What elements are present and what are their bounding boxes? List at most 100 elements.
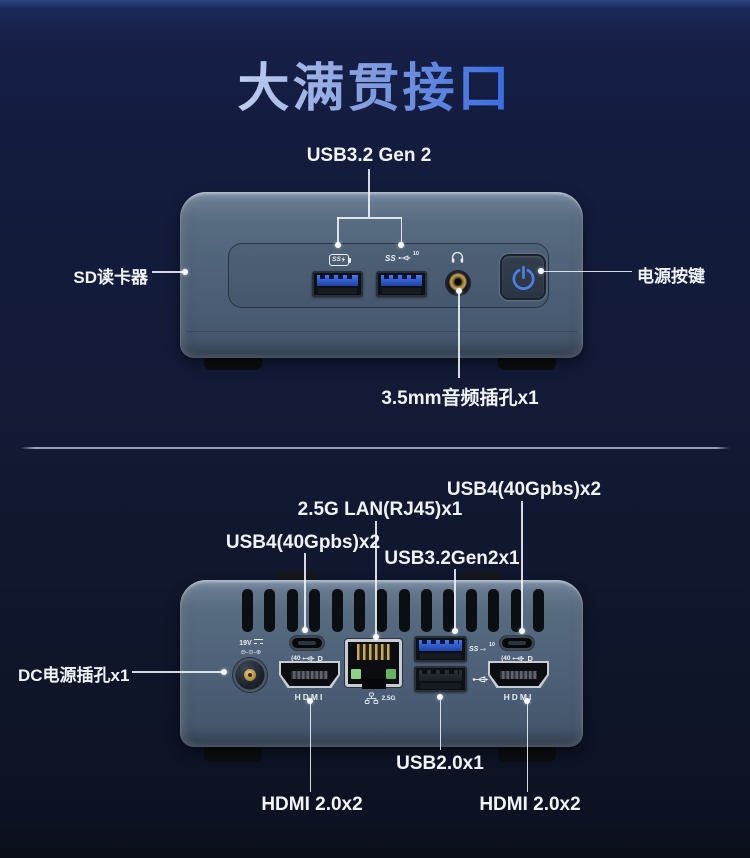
leader-dot [437, 694, 443, 700]
leader-line [304, 553, 306, 628]
lan-label: 2.5G LAN(RJ45)x1 [297, 499, 463, 520]
leader-line [439, 700, 441, 750]
vent-slot [353, 589, 365, 632]
usb-trident-icon [303, 655, 316, 661]
dc-symbol-icon [253, 639, 263, 645]
hdmi-slot [291, 671, 328, 679]
rj45-clip-tab [361, 679, 386, 689]
usb2-trident-icon [470, 673, 490, 685]
bottom-edge-strip [0, 849, 750, 858]
leader-dot [372, 634, 379, 640]
dc-polarity-icon: ⊖-⊙-⊕ [240, 648, 262, 656]
headphone-icon [449, 249, 466, 266]
leader-line [132, 671, 222, 673]
chassis-seam [186, 331, 577, 332]
leader-dot [455, 288, 462, 294]
usb-a-port [312, 271, 363, 297]
hdmi-port [488, 661, 549, 688]
rear-vents [242, 589, 544, 632]
leader-line [400, 217, 402, 243]
vent-slot [421, 589, 432, 632]
power-icon [511, 265, 535, 290]
front-usb-group-label: USB3.2 Gen 2 [306, 145, 432, 166]
lan-led-left [351, 669, 361, 679]
usb4-right-label: USB4(40Gpbs)x2 [446, 479, 602, 500]
usb32-label: USB3.2Gen2x1 [384, 548, 520, 569]
usb-tongue [381, 275, 422, 286]
hdmi-left-label: HDMI 2.0x2 [261, 794, 363, 815]
leader-line [526, 704, 528, 792]
rj45-lan-port [345, 639, 402, 689]
hdmi-inner [281, 663, 338, 686]
usb-charge-icon: SS [324, 253, 354, 266]
hdmi-port [279, 661, 340, 688]
leader-dot [518, 628, 525, 634]
usb-tongue [419, 670, 462, 681]
usb-trident-icon [398, 255, 411, 261]
leader-dot [398, 242, 404, 248]
leader-dot [221, 669, 227, 675]
leader-line [454, 569, 456, 629]
leader-line [521, 501, 523, 629]
vent-slot [331, 589, 343, 632]
dc-voltage-mark: 19V ⊖-⊙-⊕ [229, 639, 273, 657]
leader-dot [524, 698, 530, 704]
leader-line [544, 270, 632, 272]
vent-slot [532, 589, 544, 632]
usb4-left-label: USB4(40Gpbs)x2 [225, 532, 381, 553]
dc-jack-label: DC电源插孔x1 [18, 666, 130, 685]
sd-card-reader-label: SD读卡器 [73, 268, 148, 287]
leader-line [337, 217, 339, 243]
leader-dot [307, 698, 313, 704]
usb-a-port-gen2 [414, 636, 467, 662]
vent-slot [488, 589, 500, 632]
usb-c-port [500, 636, 534, 650]
lan-speed-badge: 2.5G [358, 690, 402, 706]
audio-jack-label: 3.5mm音频插孔x1 [381, 388, 539, 409]
usb4-dp-badge: (40 D [291, 653, 323, 663]
usb4-dp-badge: (40 D [501, 653, 533, 663]
network-icon [365, 691, 379, 704]
power-button [500, 254, 546, 300]
hdmi-inner [490, 663, 547, 686]
power-button-label: 电源按键 [637, 267, 705, 286]
usb-trident-icon [480, 647, 487, 651]
leader-dot [335, 242, 341, 248]
vent-slot [286, 589, 298, 632]
dc-power-jack [233, 658, 267, 692]
hdmi-right-label: HDMI 2.0x2 [479, 794, 581, 815]
rj45-pins [357, 644, 390, 660]
leader-dot [301, 627, 308, 633]
leader-line [458, 294, 460, 378]
vent-slot [443, 589, 455, 632]
vent-slot [264, 589, 276, 632]
rj45-inner [348, 642, 399, 684]
leader-line [152, 271, 184, 273]
leader-line [337, 217, 402, 219]
vent-slot [376, 589, 388, 632]
usb-superspeed10-icon: SS 10 [385, 251, 419, 263]
leader-line [375, 521, 377, 635]
lan-led-right [386, 669, 396, 679]
audio-jack-3-5mm [447, 272, 469, 294]
leader-dot [538, 268, 544, 274]
usb-trident-icon [513, 655, 526, 661]
usb-a-port-2-0 [414, 666, 467, 692]
usb-tongue [317, 275, 358, 286]
vent-slot [465, 589, 477, 632]
usb-a-port [376, 271, 427, 297]
vent-slot [309, 589, 321, 632]
hdmi-print: HDMI [294, 692, 325, 702]
hdmi-print: HDMI [503, 692, 534, 702]
leader-line [368, 169, 370, 217]
usb2-label: USB2.0x1 [396, 753, 484, 774]
page-title: 大满贯接口 [0, 46, 750, 121]
vent-slot [242, 589, 253, 632]
usb-c-port [290, 636, 324, 650]
dc-center-pin [244, 669, 256, 681]
leader-line [309, 704, 311, 792]
section-divider [20, 447, 730, 449]
hdmi-slot [500, 671, 537, 679]
leader-dot [182, 269, 188, 275]
